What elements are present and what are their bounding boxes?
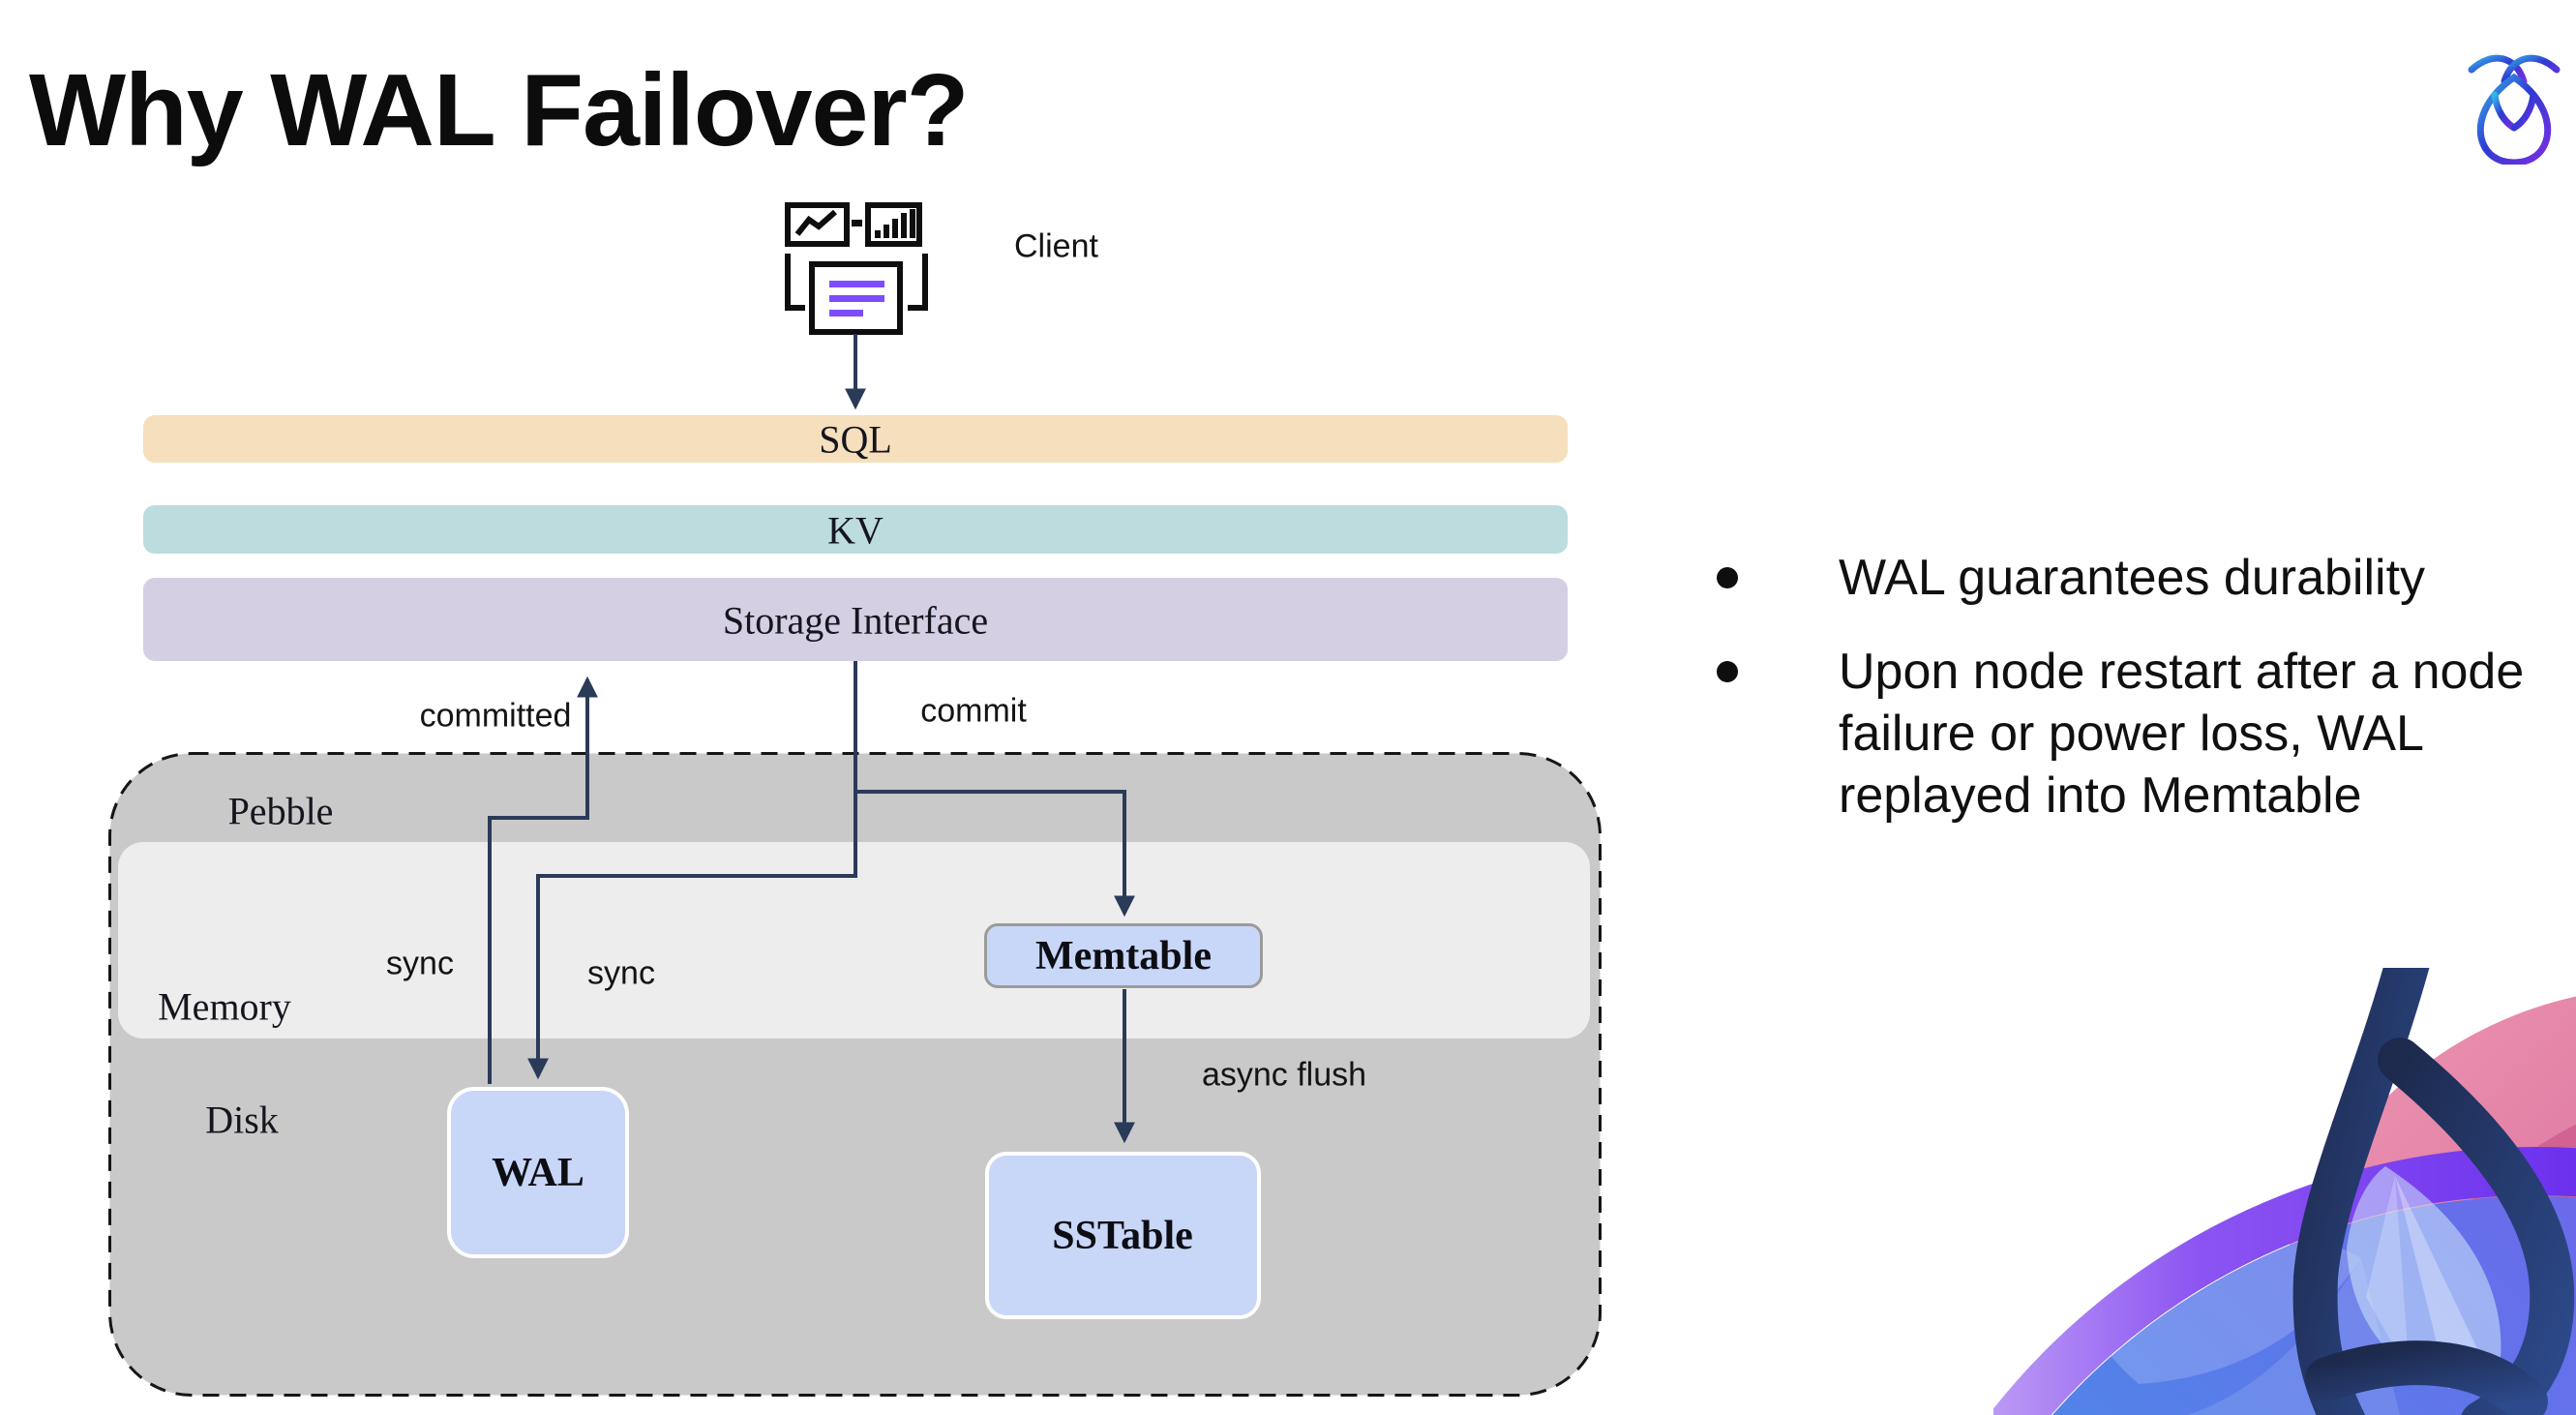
bullet-text: WAL guarantees durability [1839, 550, 2426, 606]
layer-kv [143, 505, 1568, 554]
layer-storage-interface [143, 578, 1568, 661]
page-title: Why WAL Failover? [29, 53, 969, 167]
bullet-list: WAL guarantees durability Upon node rest… [1717, 547, 2576, 827]
wal-label: WAL [492, 1151, 584, 1195]
memory-band [118, 842, 1590, 1039]
memtable-label: Memtable [1035, 934, 1212, 978]
layer-sql [143, 415, 1568, 463]
memory-label: Memory [158, 984, 291, 1029]
bullet-text: Upon node restart after a node failure o… [1839, 644, 2525, 824]
edge-label-async-flush: async flush [1201, 1056, 1367, 1094]
client-monitors-icon [785, 202, 928, 335]
bullet-dot-icon [1717, 661, 1738, 682]
disk-label: Disk [205, 1098, 279, 1142]
pebble-label: Pebble [227, 789, 334, 833]
bullet-dot-icon [1717, 567, 1738, 588]
edge-label-sync-right: sync [587, 954, 655, 992]
cockroach-icon [2468, 54, 2561, 166]
cockroachdb-logo [2456, 46, 2572, 166]
layer-sql-label: SQL [819, 417, 892, 462]
edge-label-sync-left: sync [386, 945, 454, 982]
client-label: Client [1014, 227, 1098, 265]
layer-kv-label: KV [827, 508, 884, 553]
list-item: WAL guarantees durability [1717, 547, 2576, 609]
list-item: Upon node restart after a node failure o… [1717, 641, 2576, 827]
sstable-label: SSTable [1052, 1214, 1193, 1258]
edge-label-committed: committed [419, 697, 572, 735]
client-icon [774, 194, 948, 348]
brand-artwork [1988, 926, 2576, 1415]
layer-storage-interface-label: Storage Interface [722, 598, 989, 643]
edge-label-commit: commit [920, 692, 1027, 730]
cockroach-artwork-icon [1988, 926, 2576, 1415]
